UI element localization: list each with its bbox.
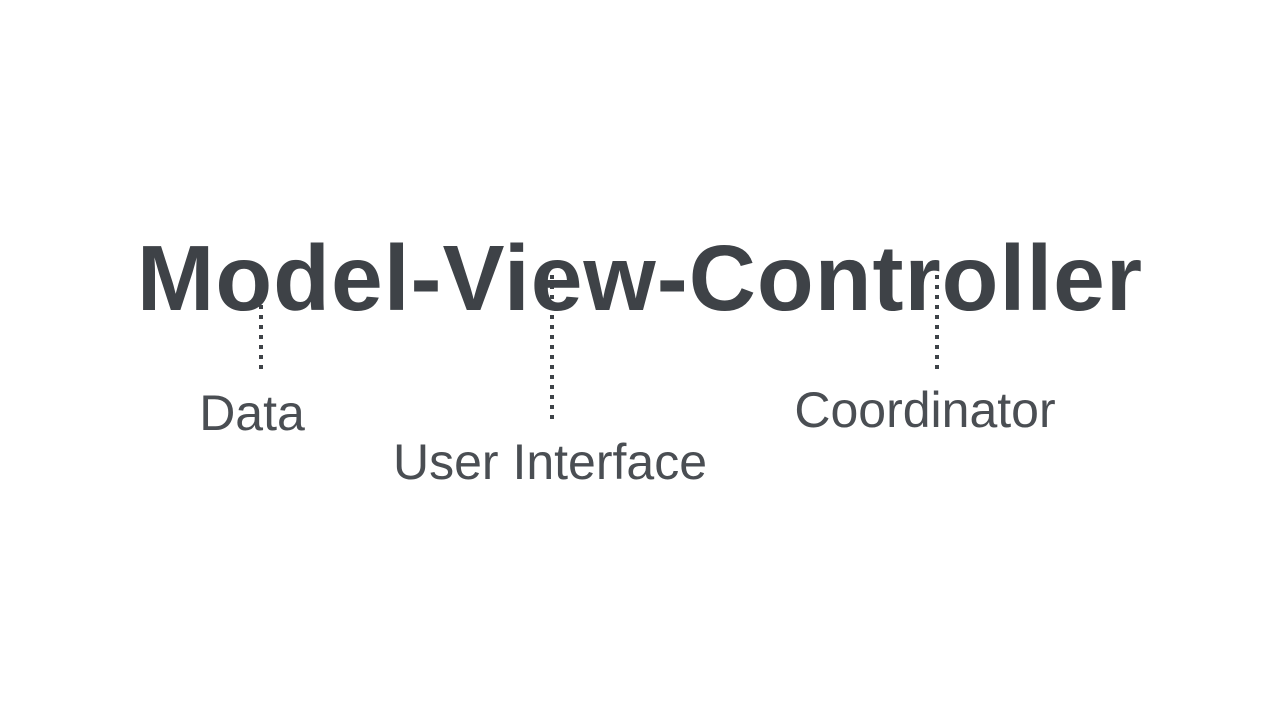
dotted-connector-controller: [935, 275, 939, 371]
annotation-label-coordinator: Coordinator: [794, 382, 1056, 438]
annotation-label-user-interface: User Interface: [392, 434, 708, 490]
dotted-connector-view: [550, 275, 554, 419]
page-title: Model-View-Controller: [136, 226, 1144, 331]
annotation-label-data: Data: [199, 385, 305, 441]
dotted-connector-model: [259, 275, 263, 371]
